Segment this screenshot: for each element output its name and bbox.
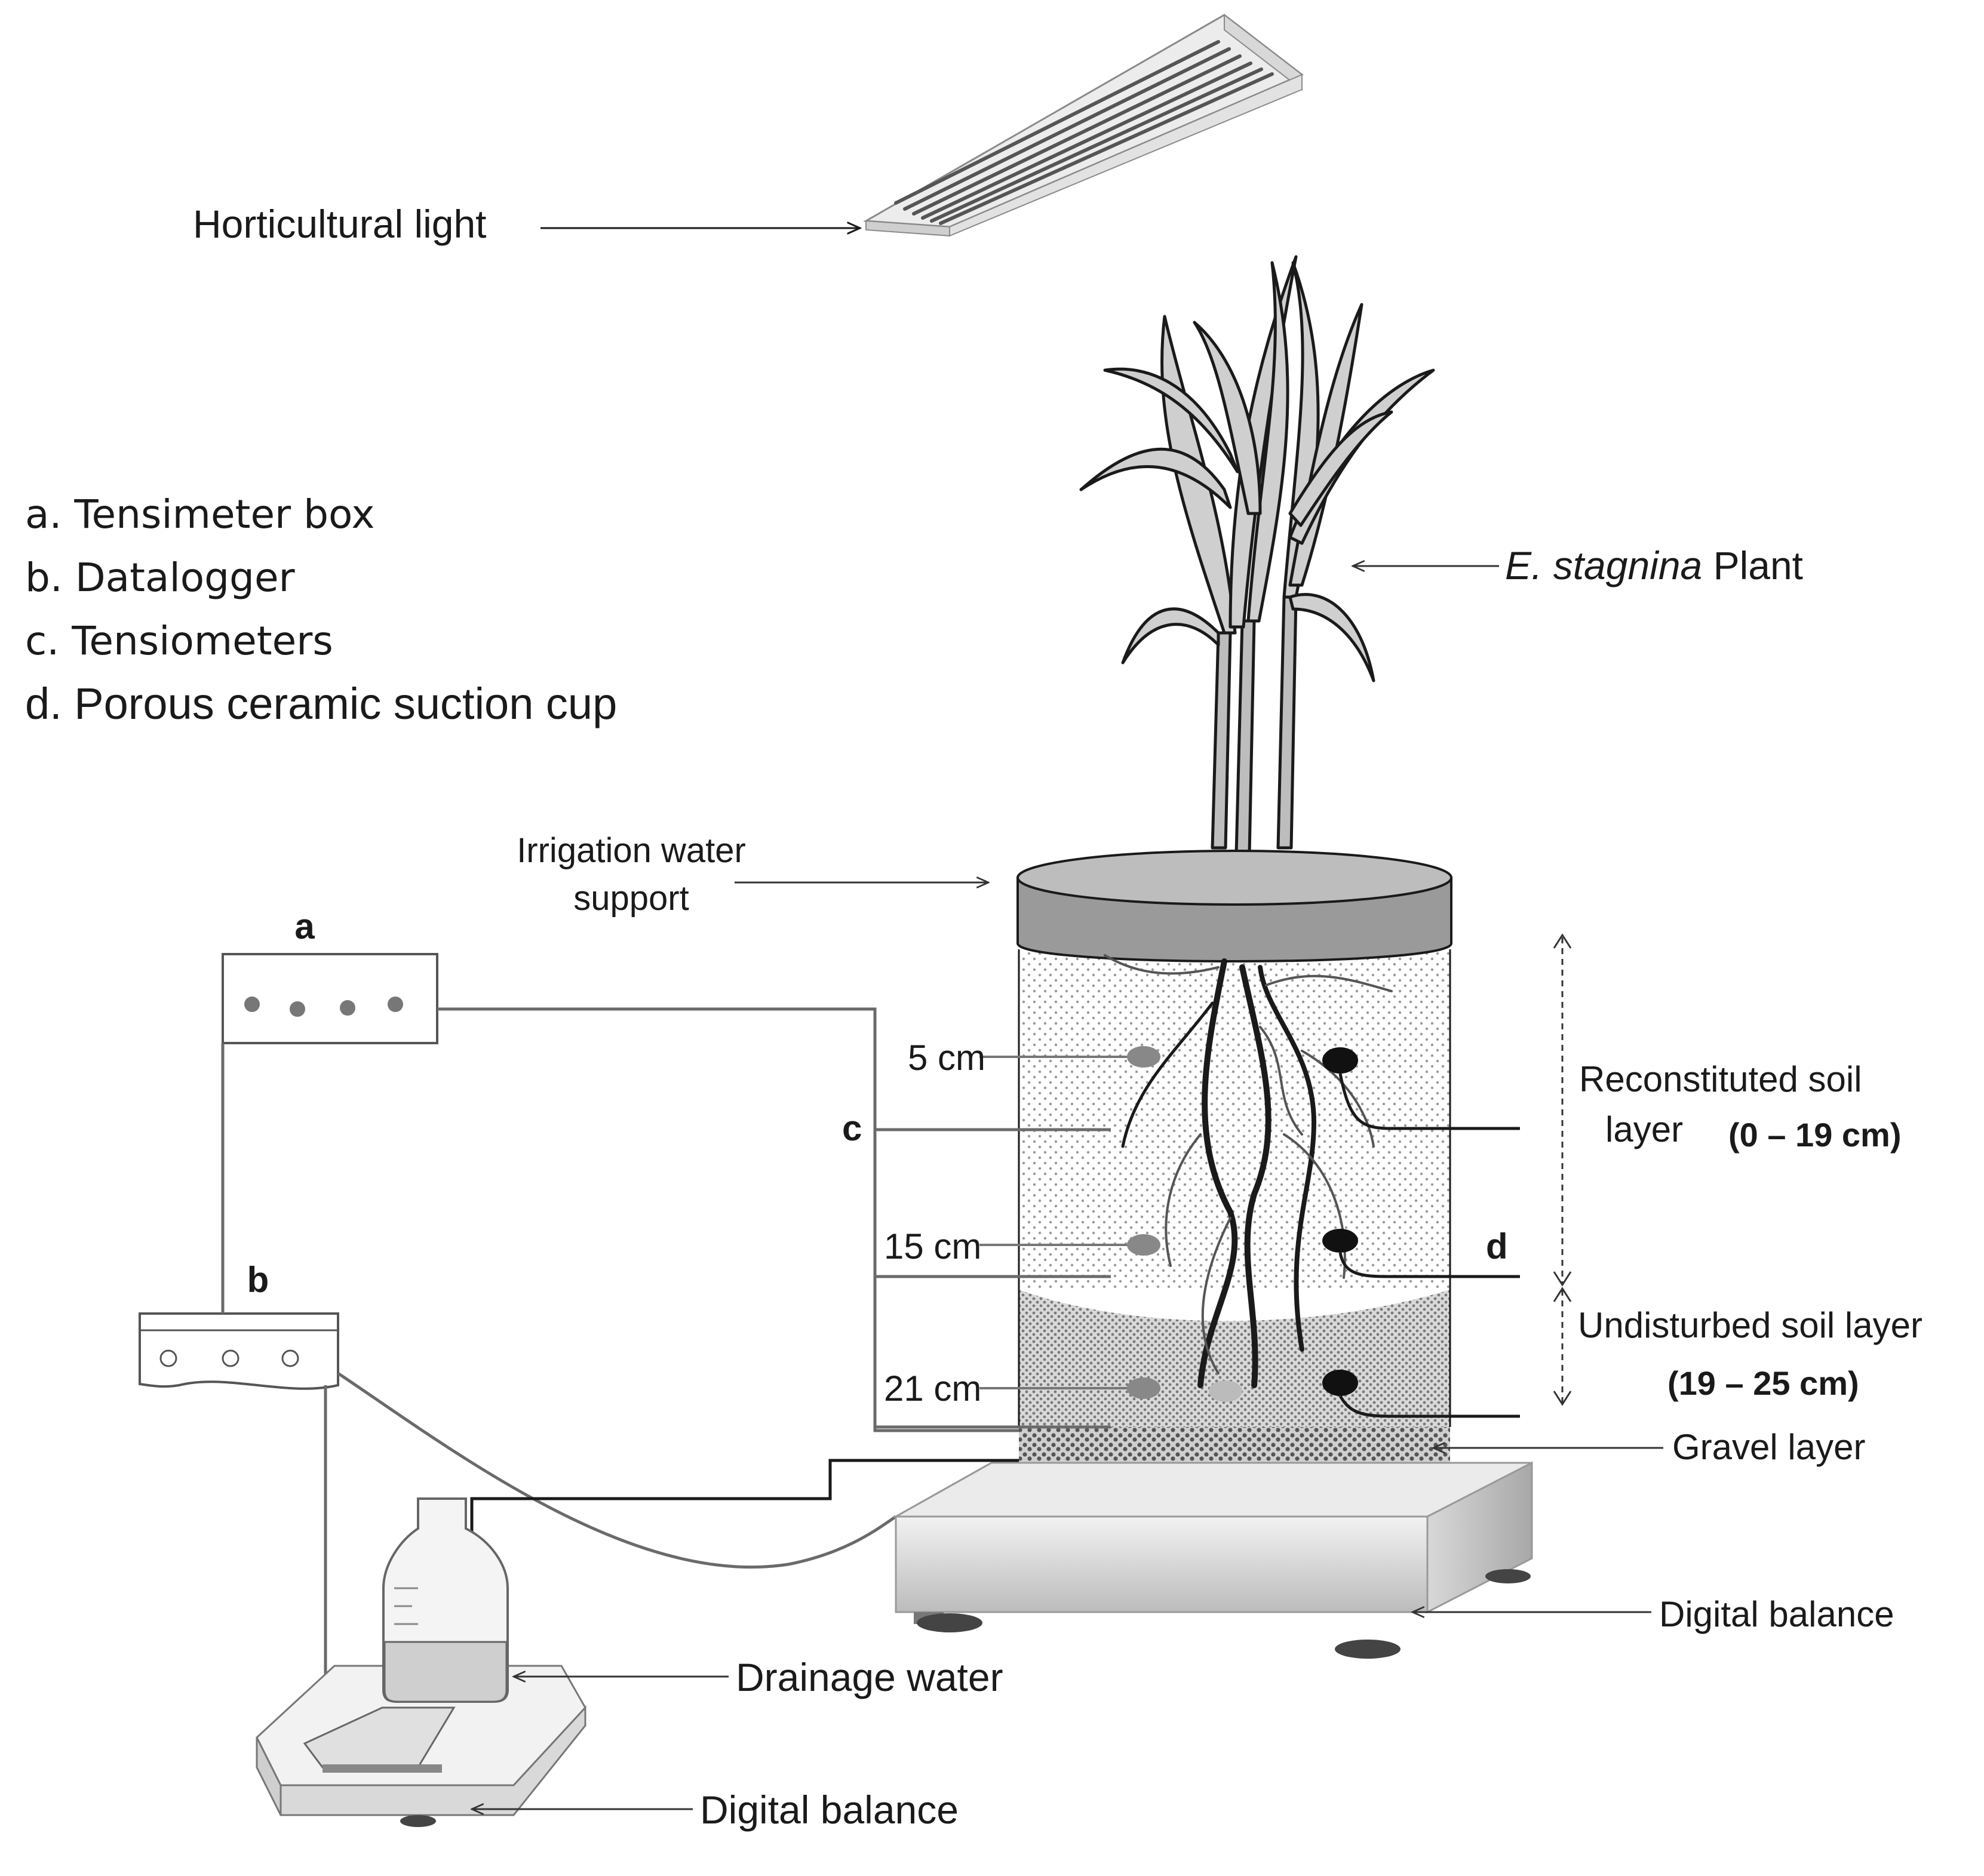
reconstituted-range: (0 – 19 cm) [1728,1116,1902,1154]
irrigation-label-line1: Irrigation water [517,831,746,870]
suction-cups-d [1322,1047,1358,1396]
letter-b: b [247,1260,269,1300]
depth-label-5cm: 5 cm [908,1038,985,1078]
reconstituted-label-line1: Reconstituted soil [1579,1059,1862,1099]
plant-roots [1104,954,1393,1388]
undisturbed-range: (19 – 25 cm) [1667,1364,1859,1402]
plant [1079,255,1435,856]
legend-item-c: c. Tensiometers [25,618,333,664]
letter-a: a [294,906,315,946]
layer-extent-arrows [1553,933,1572,1406]
letter-c: c [842,1108,862,1148]
horticultural-light [862,13,1304,237]
drainage-bottle [382,1497,509,1703]
digital-balance-right-label: Digital balance [1659,1594,1894,1634]
soil-column [1016,850,1452,1475]
irrigation-label-line2: support [573,879,689,918]
suction-cup-leads [1338,1073,1520,1418]
tensiometer-cups [1127,1046,1242,1402]
wiring [221,1007,1135,1708]
gravel-label: Gravel layer [1672,1427,1865,1467]
tensimeter-box [222,953,438,1044]
undisturbed-label: Undisturbed soil layer [1578,1305,1922,1345]
legend-item-d: d. Porous ceramic suction cup [25,679,617,728]
reconstituted-label-line2: layer [1605,1109,1683,1149]
horticultural-light-label: Horticultural light [193,202,487,246]
digital-balance-bottom-label: Digital balance [700,1788,959,1832]
legend-item-a: a. Tensimeter box [25,491,374,537]
depth-label-15cm: 15 cm [884,1226,981,1266]
plant-label: E. stagnina Plant [1505,543,1803,588]
datalogger [139,1312,339,1390]
legend-item-b: b. Datalogger [25,555,296,601]
legend: a. Tensimeter box b. Datalogger c. Tensi… [25,491,617,728]
drainage-tube [470,1459,1019,1552]
large-digital-balance [892,1461,1533,1659]
depth-label-21cm: 21 cm [884,1368,981,1408]
letter-d: d [1486,1226,1508,1266]
drainage-water-label: Drainage water [736,1655,1003,1699]
